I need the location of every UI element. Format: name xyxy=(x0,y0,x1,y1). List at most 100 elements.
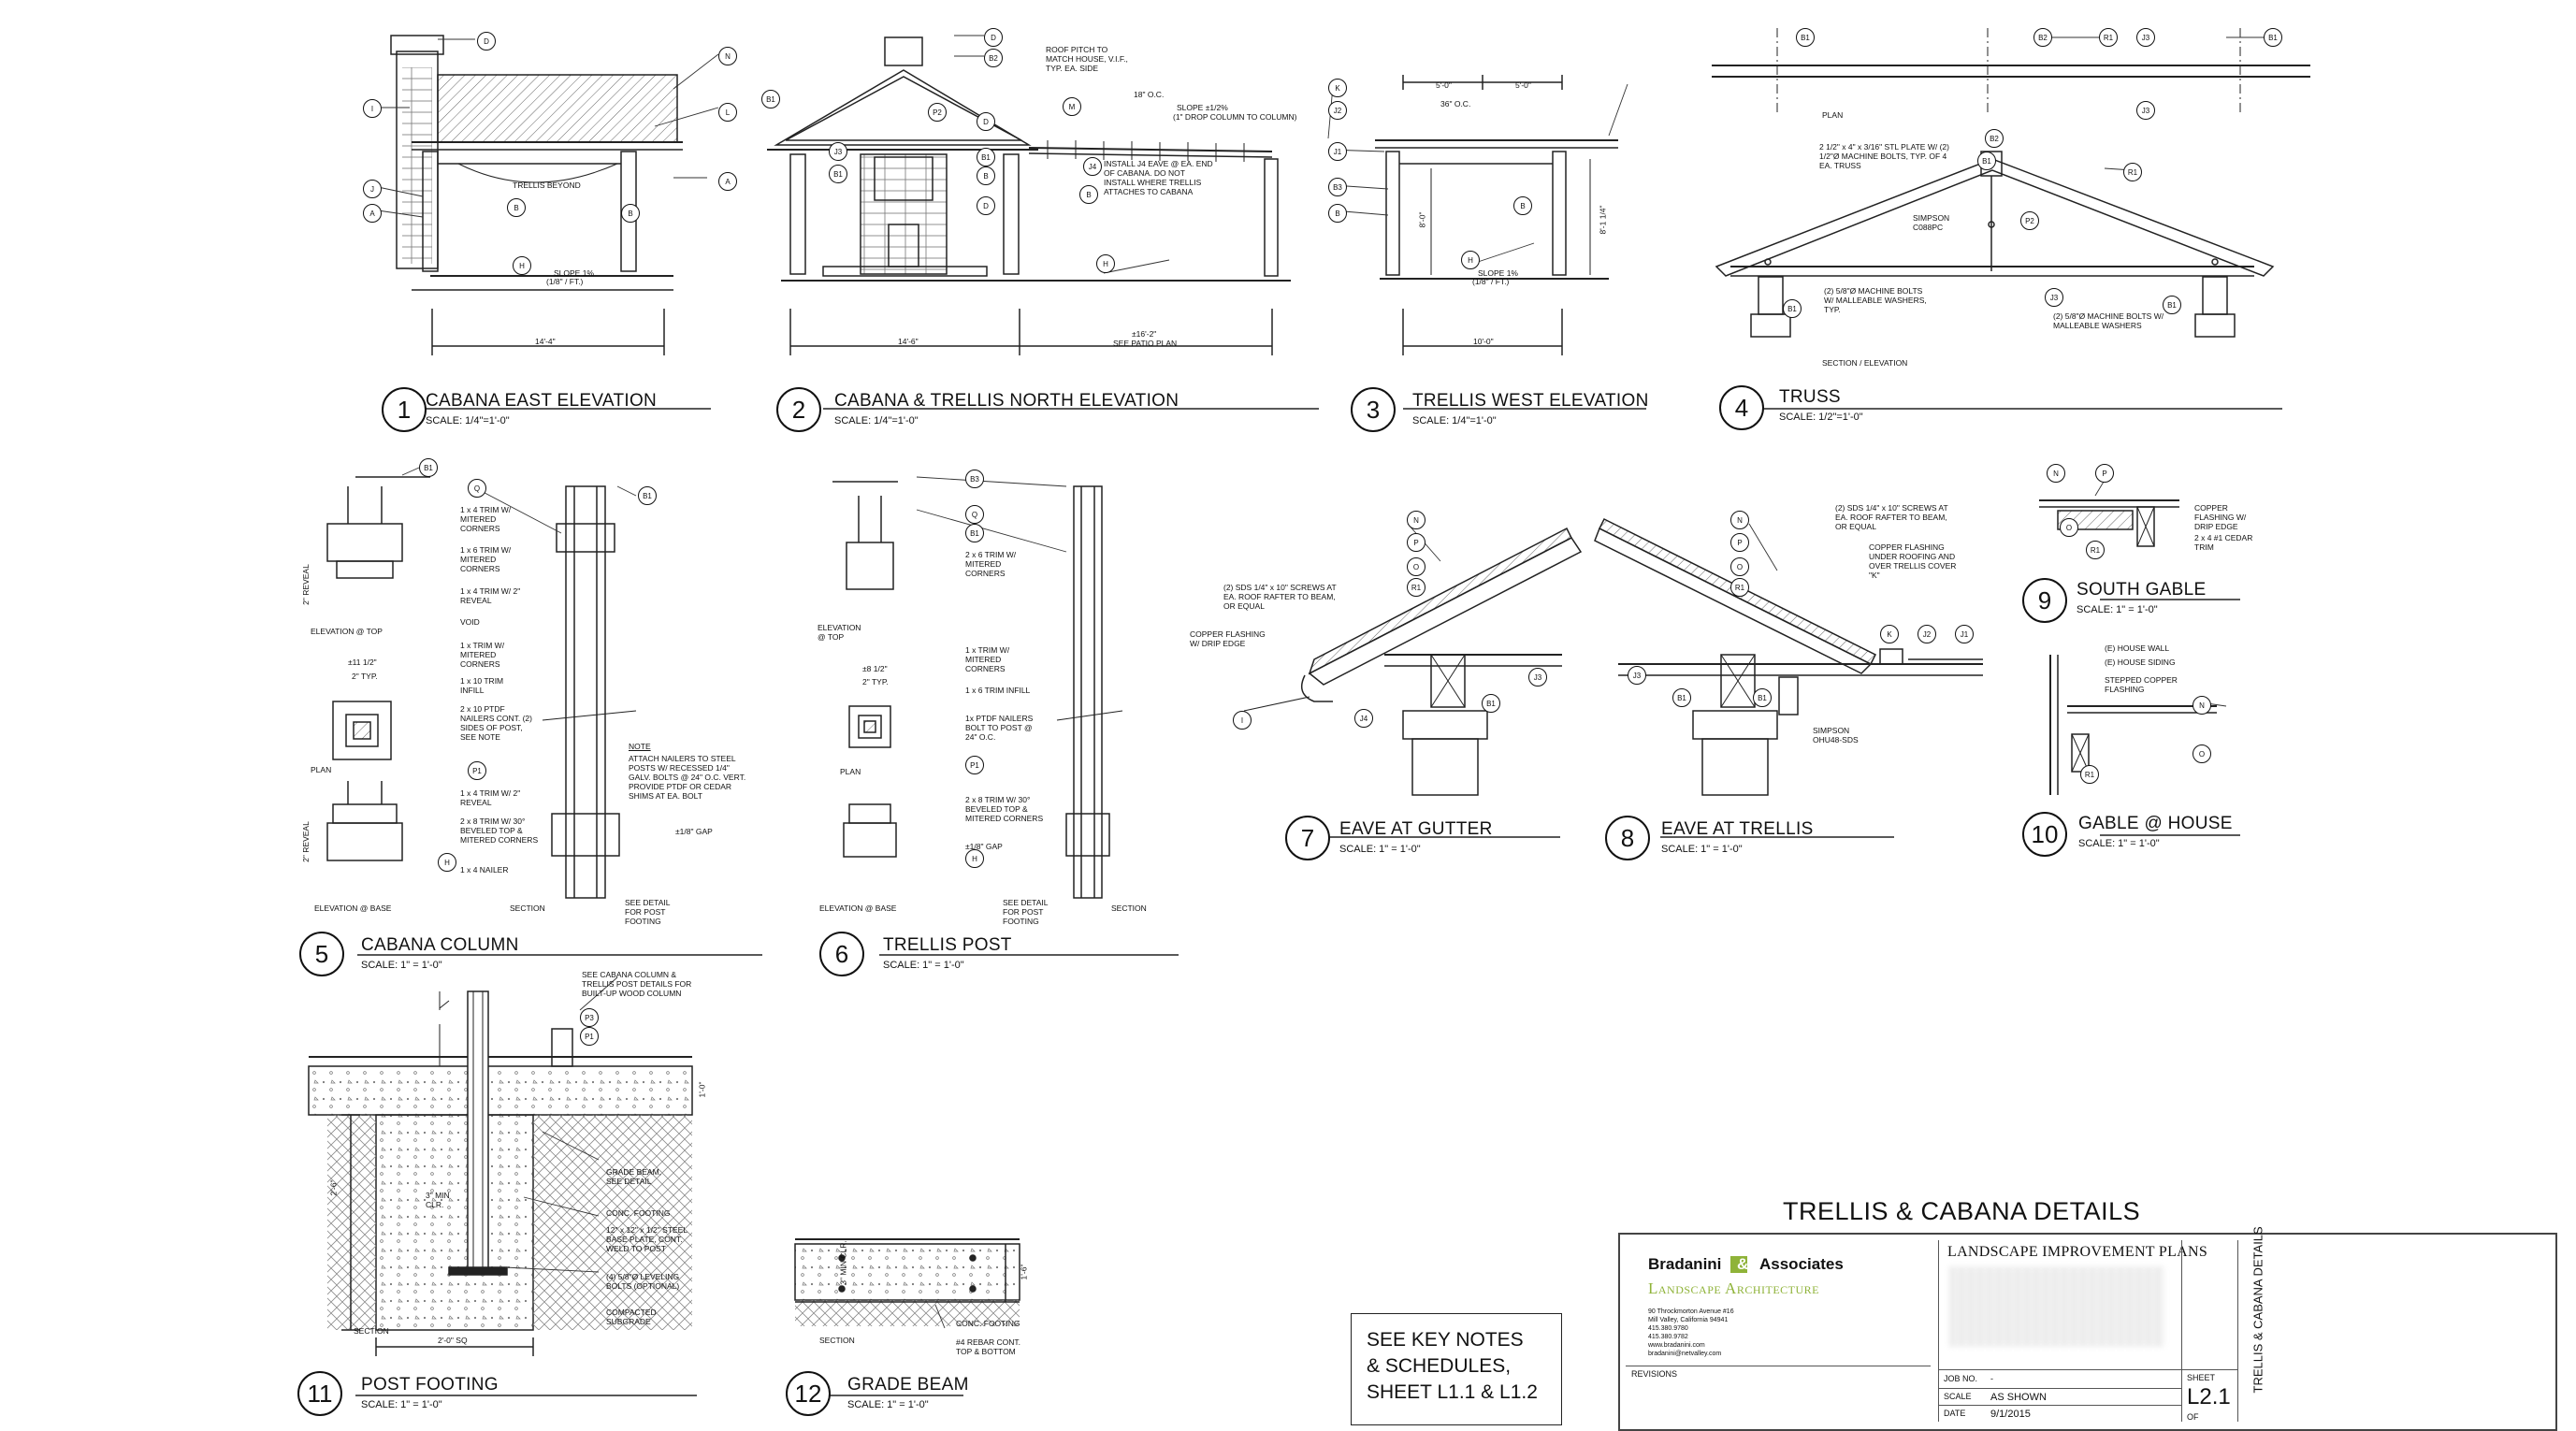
tag-b-18: B xyxy=(1079,185,1098,204)
tag-b2-37: B2 xyxy=(1985,129,2004,148)
detail-title-6: TRELLIS POST xyxy=(883,935,1012,955)
detail-1-drawing xyxy=(390,35,683,355)
tag-o-56: O xyxy=(1407,557,1425,576)
dim-d3-oc: 36" O.C. xyxy=(1440,99,1471,108)
dim-d11-t: 1'-0" xyxy=(697,1081,707,1098)
tag-l-3: L xyxy=(718,103,737,122)
sheet-number: L2.1 xyxy=(2187,1384,2231,1409)
tag-p2-14: P2 xyxy=(928,103,947,122)
tag-n-54: N xyxy=(1407,511,1425,529)
note-f-see: SEE CABANA COLUMN & TRELLIS POST DETAILS… xyxy=(582,970,692,998)
note-c-dim2: 2" TYP. xyxy=(352,672,378,681)
detail-4-drawing xyxy=(1712,28,2310,338)
note-t-dim1: ±8 1/2" xyxy=(862,664,888,673)
job-value: - xyxy=(1990,1374,1993,1383)
tag-j1-68: J1 xyxy=(1955,625,1974,643)
date-label: DATE xyxy=(1944,1409,1966,1418)
tag-i-2: I xyxy=(363,99,382,118)
tag-o-74: O xyxy=(2060,518,2078,537)
detail-title-2: CABANA & TRELLIS NORTH ELEVATION xyxy=(834,391,1179,411)
note-c-reveal2: 2" REVEAL xyxy=(300,821,311,862)
note-c-elev-base: ELEVATION @ BASE xyxy=(314,903,392,913)
note-c-elev-top: ELEVATION @ TOP xyxy=(311,627,383,636)
job-label: JOB NO. xyxy=(1944,1374,1978,1383)
tag-p1-52: P1 xyxy=(965,756,984,774)
note-simpson-c: SIMPSON C088PC xyxy=(1913,213,1950,232)
tag-r1-65: R1 xyxy=(1730,578,1749,597)
note-e8-simpson: SIMPSON OHU48-SDS xyxy=(1813,726,1859,744)
tag-h-23: H xyxy=(1096,254,1115,273)
detail-scale-3: SCALE: 1/4"=1'-0" xyxy=(1412,415,1497,426)
scale-label: SCALE xyxy=(1944,1392,1972,1401)
note-t-elev-top: ELEVATION @ TOP xyxy=(818,623,861,642)
address-phone: 415.380.9780 xyxy=(1648,1325,1688,1332)
tag-n-72: N xyxy=(2047,464,2065,483)
tag-b-28: B xyxy=(1328,204,1347,223)
tag-b1-12: B1 xyxy=(761,90,780,108)
tag-r1-57: R1 xyxy=(1407,578,1425,597)
note-slope1: SLOPE 1% xyxy=(554,268,594,278)
note-g-rebar: #4 REBAR CONT. TOP & BOTTOM xyxy=(956,1337,1020,1356)
tag-b3-27: B3 xyxy=(1328,178,1347,196)
tag-j4-60: J4 xyxy=(1354,709,1373,728)
detail-title-10: GABLE @ HOUSE xyxy=(2078,814,2233,833)
tag-r1-78: R1 xyxy=(2080,765,2099,784)
note-t-see-detail: SEE DETAIL FOR POST FOOTING xyxy=(1003,898,1049,926)
note-c-reveal: 2" REVEAL xyxy=(300,564,311,605)
note-g-conc: CONC. FOOTING xyxy=(956,1319,1020,1328)
note-g10-siding: (E) HOUSE SIDING xyxy=(2105,658,2176,667)
tag-p-63: P xyxy=(1730,533,1749,552)
tag-q-45: Q xyxy=(468,479,486,498)
tag-j3-41: J3 xyxy=(2045,288,2063,307)
tag-b3-49: B3 xyxy=(965,470,984,488)
tag-j3-59: J3 xyxy=(1528,668,1547,687)
tag-b1-35: B1 xyxy=(2264,28,2282,47)
tag-b1-38: B1 xyxy=(1977,152,1996,170)
note-e7-flash: COPPER FLASHING W/ DRIP EDGE xyxy=(1190,629,1266,648)
tag-a-5: A xyxy=(363,204,382,223)
note-e8-flash: COPPER FLASHING UNDER ROOFING AND OVER T… xyxy=(1869,542,1957,580)
dim-d12-t: 1'-6" xyxy=(1019,1264,1029,1280)
note-t-section: SECTION xyxy=(1111,903,1147,913)
firm-name-b: Associates xyxy=(1759,1255,1844,1273)
tag-b1-46: B1 xyxy=(638,486,657,505)
tag-j2-67: J2 xyxy=(1918,625,1936,643)
detail-5-drawing xyxy=(326,476,637,899)
tag-b1-71: B1 xyxy=(1753,688,1772,707)
tag-j3-69: J3 xyxy=(1628,666,1646,685)
dim-d11-sq: 2'-0" SQ xyxy=(438,1336,468,1345)
sheet-label: SHEET xyxy=(2187,1373,2216,1382)
tag-b1-31: B1 xyxy=(1796,28,1815,47)
tag-a-8: A xyxy=(718,172,737,191)
sheet-rule xyxy=(2181,1369,2237,1370)
redacted-client xyxy=(1949,1266,2164,1347)
firm-address: 90 Throckmorton Avenue #16 Mill Valley, … xyxy=(1648,1308,1734,1358)
tag-j1-26: J1 xyxy=(1328,142,1347,161)
revisions-label: REVISIONS xyxy=(1631,1369,1678,1379)
tag-d-0: D xyxy=(477,32,496,51)
note-c-trim1: 1 x 4 TRIM W/ MITERED CORNERS xyxy=(460,505,512,533)
note-trellis-beyond: TRELLIS BEYOND xyxy=(513,181,581,190)
note-g10-flash: STEPPED COPPER FLASHING xyxy=(2105,675,2178,694)
dim-d3-h2: 8'-1 1/4" xyxy=(1598,205,1608,235)
note-t-nail: 1x PTDF NAILERS BOLT TO POST @ 24" O.C. xyxy=(965,714,1034,742)
note-f-conc: CONC. FOOTING xyxy=(606,1208,671,1218)
title-rules xyxy=(355,408,2282,1396)
note-bolts1: (2) 5/8"Ø MACHINE BOLTS W/ MALLEABLE WAS… xyxy=(1824,286,1927,314)
note-t-dim2: 2" TYP. xyxy=(862,677,889,687)
tag-j3-36: J3 xyxy=(2136,101,2155,120)
detail-title-4: TRUSS xyxy=(1779,387,1841,407)
dim-d1-width: 14'-4" xyxy=(535,337,556,346)
note-t-trim3: 1 x 6 TRIM INFILL xyxy=(965,686,1031,695)
note-t-gap: ±1/8" GAP xyxy=(965,842,1003,851)
tag-b-7: B xyxy=(621,204,640,223)
note-c-trim2: 1 x 6 TRIM W/ MITERED CORNERS xyxy=(460,545,512,573)
note-c-plan: PLAN xyxy=(311,765,332,774)
tag-p1-48: P1 xyxy=(468,761,486,780)
dim-d2-see-plan: SEE PATIO PLAN xyxy=(1113,339,1178,348)
note-f-clr: 3" MIN CLR. xyxy=(426,1191,450,1209)
divider-1 xyxy=(1938,1240,1939,1422)
detail-11-drawing xyxy=(308,990,693,1356)
tag-q-50: Q xyxy=(965,505,984,524)
note-d3-slopeb: (1/8" / FT.) xyxy=(1472,277,1510,286)
